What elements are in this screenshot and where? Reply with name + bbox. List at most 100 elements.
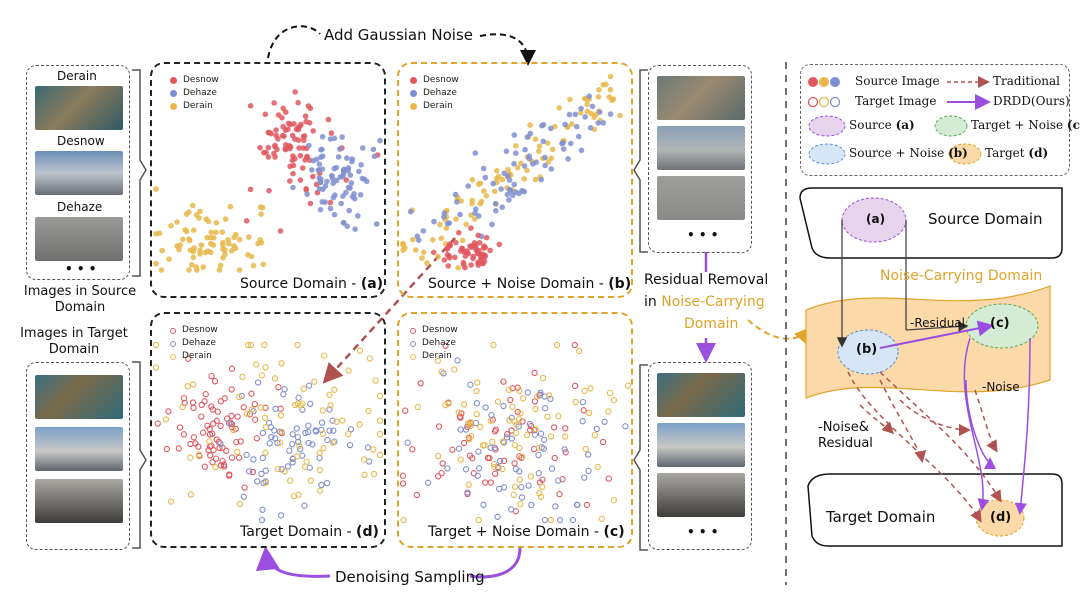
scatter-point-c [555,413,562,420]
scatter-point-a [158,267,165,273]
scatter-point-c [585,409,593,417]
scatter-point-b [454,199,460,205]
scatter-point-c [500,402,507,410]
scatter-point-c [513,421,520,428]
scatter-point-c [510,491,517,498]
scatter-point-c [585,467,592,475]
legend-derain: Derain [182,351,212,361]
scatter-point-d [249,468,257,476]
scatter-point-a [319,166,326,172]
scatter-point-c [455,409,462,416]
legend-box: Source Image Target Image Traditional DR… [800,64,1080,176]
scatter-point-b [480,165,487,172]
scatter-point-c [473,410,480,418]
scatter-point-d [278,428,285,435]
scatter-point-c [535,451,542,459]
scatter-point-d [296,442,303,449]
scatter-point-b [452,254,458,261]
scatter-point-a [194,267,200,273]
scatter-point-a [347,172,354,178]
scatter-point-c [512,465,520,473]
scatter-point-c [474,472,481,479]
desnow-marker [170,327,176,334]
scatter-point-d [330,427,337,434]
scatter-point-a [257,144,263,151]
legend-c: Desnow Dehaze Derain [410,324,458,363]
scatter-point-d [215,438,222,446]
scatter-point-c [581,387,588,395]
scatter-point-c [585,451,592,458]
legend-source-a-text: Source [849,118,892,132]
scatter-point-c [519,453,526,460]
scatter-point-c [444,465,451,472]
scatter-point-c [582,445,589,453]
scatter-point-d [225,420,233,427]
scatter-point-b [424,260,430,266]
scatter-point-c [517,500,524,508]
scatter-point-a [220,254,226,261]
scatter-point-c [480,501,487,508]
scatter-point-d [376,392,384,400]
scatter-point-c [514,408,521,416]
restored-image-2 [657,423,745,467]
scatter-point-a [203,216,210,222]
scatter-point-b [429,237,436,243]
scatter-point-d [300,385,307,392]
scatter-point-a [359,145,366,151]
scatter-point-a [302,113,309,119]
scatter-point-b [586,93,592,99]
scatter-point-a [358,162,364,168]
scatter-point-c [504,431,511,438]
scatter-point-d [208,403,215,410]
scatter-point-d [347,426,355,433]
scatter-point-b [487,247,493,254]
scatter-point-c [523,431,531,439]
scatter-point-b [431,218,437,225]
node-b [837,329,899,375]
scatter-point-c [434,452,442,460]
scatter-point-c [562,425,569,432]
scatter-point-b [459,237,466,244]
scatter-point-b [468,262,474,268]
scatter-point-c [598,515,606,522]
scatter-point-a [310,173,316,180]
legend-target-d-text: Target [985,146,1025,160]
scatter-point-a [377,137,383,144]
scatter-point-b [516,190,522,197]
scatter-point-c [404,439,411,446]
scatter-point-c [511,483,519,490]
scatter-point-a [261,149,267,156]
target-image-1 [35,375,123,419]
scatter-point-b [491,188,498,195]
scatter-point-c [546,392,553,399]
scatter-point-c [495,464,502,472]
scatter-point-b [473,242,479,249]
scatter-point-d [345,367,352,374]
scatter-point-d [286,447,293,454]
derain-marker [170,103,177,110]
scatter-point-c [465,420,472,427]
scatter-point-c [605,475,612,482]
dehaze-marker [170,90,177,97]
scatter-point-d [262,467,269,474]
scatter-point-d [209,406,216,413]
scatter-point-d [331,386,338,393]
scatter-point-d [272,405,279,413]
scatter-point-c [503,434,511,441]
scatter-point-d [212,464,219,471]
scatter-point-c [581,474,588,481]
scatter-point-d [312,427,319,434]
scatter-point-c [531,369,538,377]
scatter-point-b [503,148,510,155]
scatter-point-c [486,454,493,462]
scatter-point-c [475,448,482,455]
scatter-point-b [617,112,623,119]
scatter-point-d [163,445,170,453]
scatter-point-a [279,115,285,121]
scatter-point-b [480,260,486,267]
scatter-point-c [491,470,499,477]
scatter-point-a [197,208,203,215]
scatter-point-c [439,460,446,467]
scatter-point-d [228,412,235,420]
